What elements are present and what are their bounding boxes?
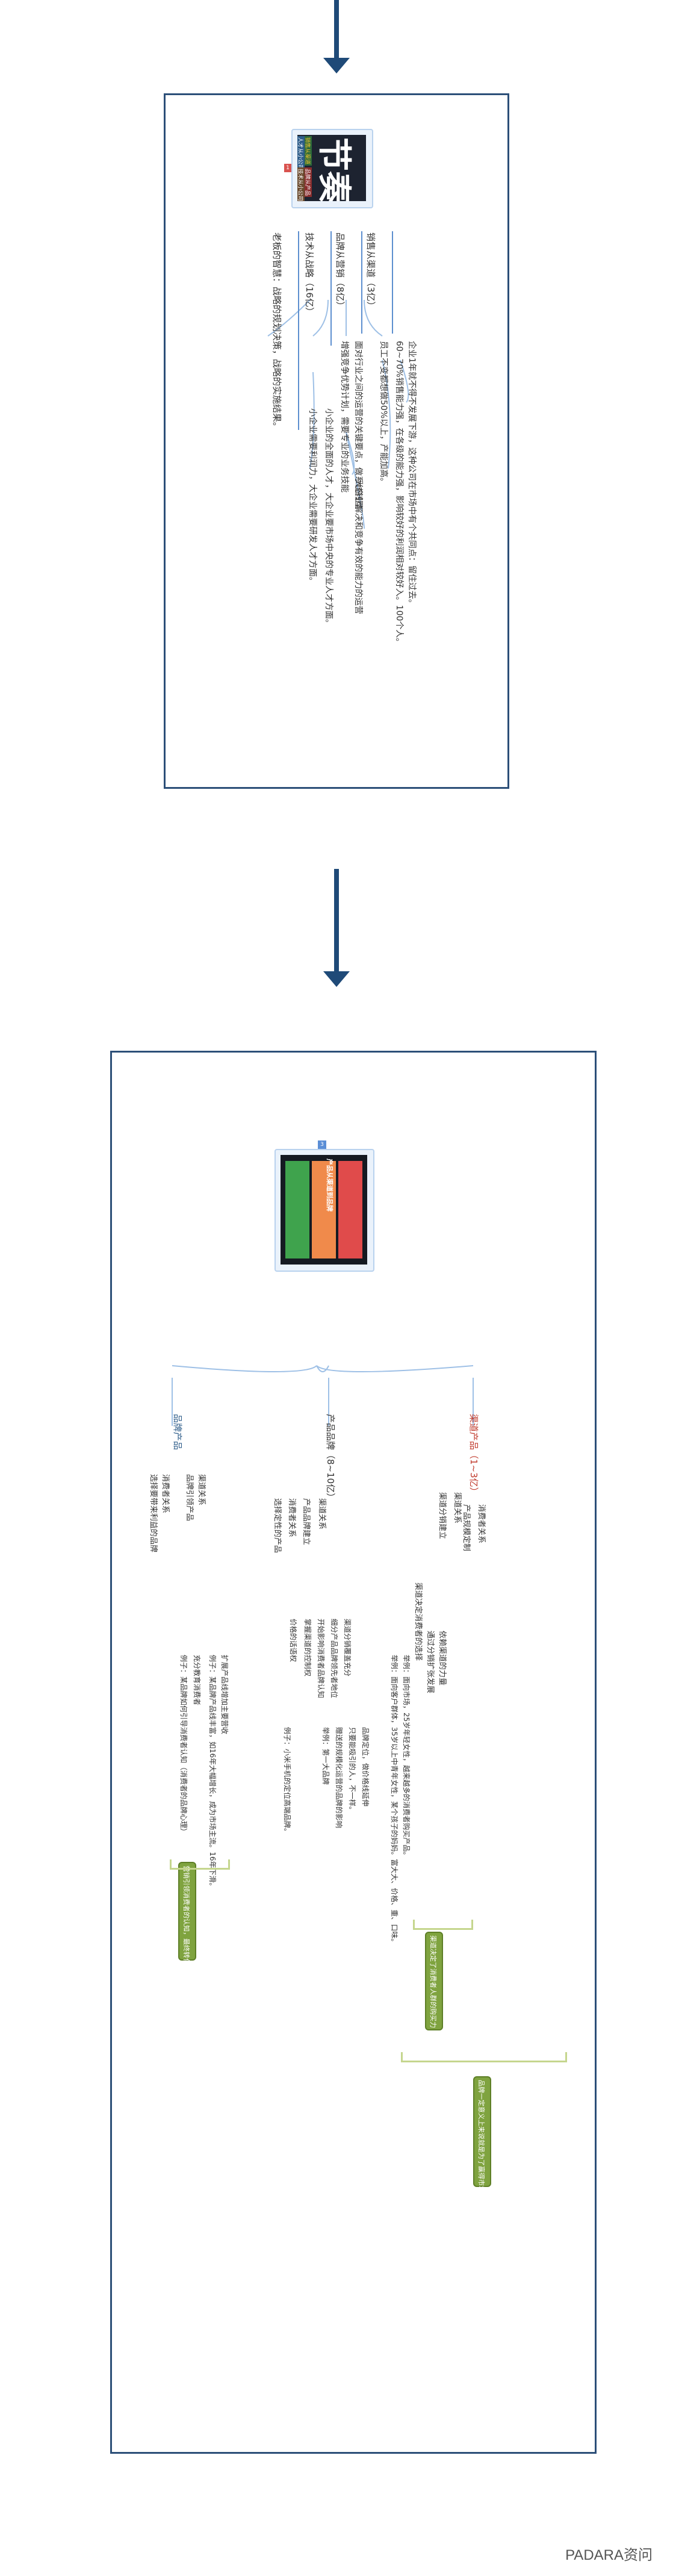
mindmap-panel-2: 产品从渠道到品牌 3 渠道产品（1~3亿） 渠道关系 渠道分销建立 消费者关系 … — [110, 1051, 597, 2454]
central-topic-2-image: 产品从渠道到品牌 — [281, 1155, 367, 1265]
flow-arrow-2 — [334, 869, 339, 971]
mm2-bracket-main — [401, 2052, 567, 2062]
mm1-underline-2 — [361, 231, 362, 334]
central-topic-1[interactable]: 节奏 销售从渠道 品牌从产品 人才从小公司 技术从小公司 1 — [291, 129, 373, 208]
mm2-b2-c6[interactable]: 细分产品品牌领先者地位 — [329, 1619, 340, 1698]
central-title-1: 节奏 — [312, 137, 361, 201]
mm2-b3-c8[interactable]: 例子：某品牌如何引导消费者认知（消费者的品牌心理） — [179, 1655, 189, 1835]
mm1-sales-child-2[interactable]: 60~70%销售能力强，在各级的能力强，影响较好的利润相对较好入。100个人。 — [394, 341, 406, 646]
mm1-branch-boss[interactable]: 老板的智慧：战略的规划决策，战略的实施结果。 — [271, 232, 284, 431]
mm2-b2-c5[interactable]: 渠道分销覆盖充分 — [343, 1619, 353, 1676]
mm2-bracket-3 — [170, 1859, 230, 1870]
mm2-b3-c4[interactable]: 选择要带来利益的品牌 — [149, 1474, 160, 1552]
mm1-tech-child-1[interactable]: 小企业需要利润力，大企业需要研发人才方面。 — [307, 408, 319, 585]
mm1-branch-tech[interactable]: 技术从战略（16亿） — [303, 232, 316, 316]
mm2-b1-c2[interactable]: 渠道分销建立 — [438, 1492, 449, 1539]
mm2-b3-c7[interactable]: 充分教育消费者 — [192, 1655, 202, 1705]
mm2-b2-c11[interactable]: 只要能吸引的人，不一样。 — [347, 1727, 358, 1814]
mm2-b3-c6[interactable]: 例子：某品牌产品线丰富，如16年大幅增长，成为市场主流。16年下滑。 — [208, 1655, 218, 1890]
central-topic-image: 节奏 销售从渠道 品牌从产品 人才从小公司 技术从小公司 — [297, 135, 366, 201]
central-chip-1: 销售从渠道 — [304, 136, 312, 166]
mm2-b3-c1[interactable]: 渠道关系 — [197, 1474, 208, 1505]
central-title-2: 产品从渠道到品牌 — [325, 1159, 335, 1212]
mm1-brand-child-3[interactable]: 大企业解决和竞争有效的能力的运营 — [353, 479, 365, 614]
central-badge-1: 1 — [284, 164, 291, 172]
mm1-sales-child-3[interactable]: 员工不变都想做50%以上，产能加高。 — [378, 341, 390, 486]
mm2-summary-3: 营销引领消费者的认知，最终转化为购买力 — [178, 1862, 196, 1961]
mm2-b1-c5[interactable]: 渠道决定消费者的选择 — [414, 1582, 425, 1661]
mm1-branch-sales[interactable]: 销售从渠道（3亿） — [365, 232, 377, 311]
central-chip-4: 技术从小公司 — [297, 167, 305, 201]
mm2-b2-c3[interactable]: 消费者关系 — [287, 1498, 299, 1537]
mm2-b2-c13[interactable]: 举例：第一大品牌 — [321, 1727, 331, 1785]
mm2-b3-c5[interactable]: 扩展产品线增加主要营收 — [220, 1655, 230, 1734]
mm2-summary-2: 品牌一定意义上来说就是为了赢得市场，消费者的口碑和品牌 — [473, 2076, 491, 2187]
mm2-b2-c10[interactable]: 品牌定位，做价格线延伸 — [361, 1727, 371, 1806]
mm2-b3-c2[interactable]: 品牌引领产品 — [185, 1474, 196, 1521]
watermark: PADARA资问 — [565, 2543, 653, 2564]
central-topic-2[interactable]: 产品从渠道到品牌 3 — [274, 1149, 374, 1272]
mm2-b2-c4[interactable]: 选择定性的产品 — [273, 1498, 284, 1553]
mm1-underline-1 — [392, 231, 393, 334]
mm1-branch-brand[interactable]: 品牌从营销（8亿） — [334, 232, 347, 311]
mm2-b1-c4[interactable]: 产品规模定制 — [462, 1504, 473, 1551]
mm2-branch-product[interactable]: 产品品牌（8~10亿） — [324, 1414, 337, 1502]
mm2-b2-c8[interactable]: 掌握渠道的控制权 — [303, 1619, 313, 1676]
flow-arrow-1 — [334, 0, 339, 58]
mm2-b1-c6[interactable]: 依赖渠道的力量 — [438, 1631, 449, 1685]
panel-red-block — [338, 1161, 362, 1258]
mm2-b3-c3[interactable]: 消费者关系 — [161, 1474, 172, 1513]
mm1-underline-3 — [330, 231, 332, 346]
mm2-b2-c9[interactable]: 价格的话语权 — [288, 1619, 299, 1662]
mm2-b1-c9[interactable]: 举例：面向客户群体，35岁以上中青年女性，某个孩子的妈妈。富大大、价格、重、口味… — [389, 1655, 400, 1946]
mm2-branch-channel[interactable]: 渠道产品（1~3亿） — [468, 1414, 480, 1496]
mm2-b2-c7[interactable]: 开始影响消费者品牌认知 — [316, 1619, 326, 1698]
central-chip-3: 人才从小公司 — [297, 136, 305, 171]
panel-green-block — [285, 1161, 309, 1258]
mm1-brand-child-4[interactable]: 小企业的全面的人才，大企业要市场中央的专业人才方面。 — [323, 408, 335, 627]
mm2-b2-c1[interactable]: 渠道关系 — [317, 1498, 329, 1529]
mm2-b2-c2[interactable]: 产品品牌建立 — [302, 1498, 313, 1545]
mm1-brand-child-2[interactable]: 增强竞争优势计划，需要专业的业务技能 — [339, 341, 351, 493]
flow-arrow-1-head — [323, 58, 350, 73]
mm1-sales-child-1[interactable]: 企业1年就不得不发展下游，这种公司在市场中有个共同点：留住过去。 — [406, 341, 418, 608]
mm1-underline-4 — [298, 231, 299, 430]
mm2-b1-c3[interactable]: 消费者关系 — [477, 1504, 488, 1543]
mm2-summary-1: 渠道决定了消费者人群的购买力 — [425, 1932, 443, 2030]
mm2-branch-brandproduct[interactable]: 品牌产品 — [172, 1414, 184, 1450]
mm2-b2-c12[interactable]: 赠送的规模化运营的品牌的影响 — [334, 1727, 344, 1828]
mm2-bracket-1 — [413, 1920, 473, 1930]
mm2-b2-c14[interactable]: 例子：小米手机的定位高端品牌。 — [282, 1727, 293, 1835]
central-chip-2: 品牌从产品 — [304, 167, 312, 197]
mm2-b1-c8[interactable]: 举例：面向市场，25岁年轻女性，越来越多的消费者购买产品。 — [402, 1655, 412, 1859]
central-badge-2: 3 — [318, 1140, 326, 1149]
flow-arrow-2-head — [323, 971, 350, 987]
mindmap-panel-1: 节奏 销售从渠道 品牌从产品 人才从小公司 技术从小公司 1 销售从渠道（3亿）… — [164, 93, 509, 789]
mm2-b1-c7[interactable]: 通过分销扩张发展 — [426, 1631, 437, 1693]
